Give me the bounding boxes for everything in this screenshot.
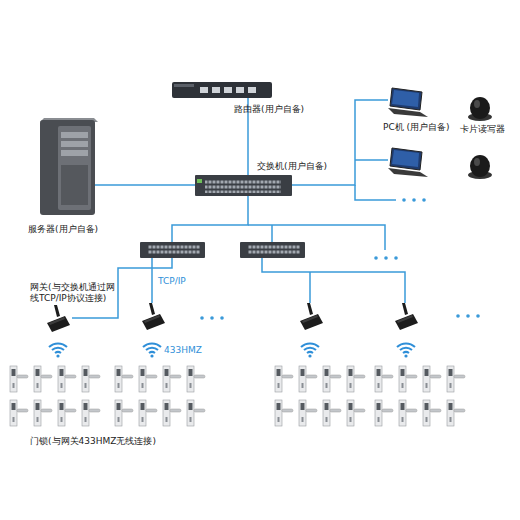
- pc-node: PC机 (用户自备): [388, 88, 424, 116]
- wifi-signal: [143, 343, 161, 357]
- lock-group: [115, 366, 205, 426]
- access-switch-body: [240, 242, 305, 258]
- network-wire: [271, 225, 273, 242]
- protocol-label: 433HMZ: [164, 345, 202, 356]
- node-label: 交换机(用户自备): [257, 161, 327, 172]
- network-wire: [262, 258, 405, 303]
- dot: [402, 198, 406, 202]
- server-node: 服务器(用户自备): [40, 120, 95, 215]
- access-switch-ports: [248, 245, 300, 255]
- lock-group: [10, 366, 100, 426]
- dot: [384, 256, 388, 260]
- dot: [422, 198, 426, 202]
- node-label: 卡片读写器: [460, 124, 505, 135]
- switch-node: 交换机(用户自备): [195, 175, 292, 196]
- card-reader: [468, 155, 492, 179]
- server-bay: [61, 132, 88, 138]
- router-port: [212, 87, 220, 93]
- card-reader-node: 卡片读写器: [468, 96, 492, 120]
- router-port: [248, 87, 256, 93]
- lock-group: [275, 366, 365, 426]
- network-wire: [355, 185, 396, 200]
- node-label: 服务器(用户自备): [28, 224, 98, 235]
- node-label: 门锁(与网关433HMZ无线连接): [30, 436, 156, 447]
- router-logo: [174, 84, 194, 87]
- router-port: [224, 87, 232, 93]
- switch-led: [197, 179, 202, 183]
- wifi-signal: [397, 343, 415, 357]
- lock-group: [375, 366, 465, 426]
- server-bay: [61, 141, 88, 147]
- node-label: 路由器(用户自备): [234, 104, 304, 115]
- router-port: [236, 87, 244, 93]
- dot: [200, 316, 204, 320]
- network-wire: [309, 272, 311, 303]
- dot: [412, 198, 416, 202]
- router-body: [172, 82, 272, 98]
- dot: [394, 256, 398, 260]
- router-node: 路由器(用户自备): [172, 82, 272, 98]
- wifi-signal: [49, 343, 67, 357]
- switch-ports: [205, 179, 281, 193]
- dot: [476, 314, 480, 318]
- access-switch-ports: [148, 245, 200, 255]
- laptop: [388, 88, 428, 117]
- wifi-signal: [301, 343, 319, 357]
- network-wire: [151, 258, 153, 303]
- router-port: [200, 87, 208, 93]
- laptop: [388, 148, 428, 177]
- network-cable: [292, 100, 388, 185]
- server-vent: [61, 165, 88, 205]
- switch-device: [195, 175, 292, 196]
- server-panel: [58, 126, 91, 210]
- network-cable: [95, 184, 195, 186]
- dot: [374, 256, 378, 260]
- dot: [220, 316, 224, 320]
- dot: [466, 314, 470, 318]
- access-switch: [140, 242, 205, 258]
- protocol-label: TCP/IP: [158, 276, 186, 287]
- dot: [210, 316, 214, 320]
- card-reader: [468, 97, 492, 121]
- node-label: 网关(与交换机通过网线TCP/IP协议连接): [30, 282, 118, 304]
- ellipsis-dots: [200, 198, 480, 320]
- server-bay: [61, 150, 88, 156]
- server-device: [40, 118, 98, 215]
- router-device: [172, 82, 272, 98]
- switch-body: [195, 175, 292, 196]
- gateway: [395, 303, 418, 330]
- gateway: [47, 305, 70, 332]
- node-label: PC机 (用户自备): [383, 122, 450, 133]
- gateway: [142, 303, 165, 330]
- gateway-node: 网关(与交换机通过网线TCP/IP协议连接): [45, 305, 72, 333]
- access-switch-body: [140, 242, 205, 258]
- dot: [456, 314, 460, 318]
- wire-group: [152, 160, 405, 303]
- server-body: [40, 120, 95, 215]
- lock-group-node: 门锁(与网关433HMZ无线连接): [8, 366, 102, 428]
- access-switch: [240, 242, 305, 258]
- gateway: [300, 303, 323, 330]
- network-wire: [355, 159, 388, 161]
